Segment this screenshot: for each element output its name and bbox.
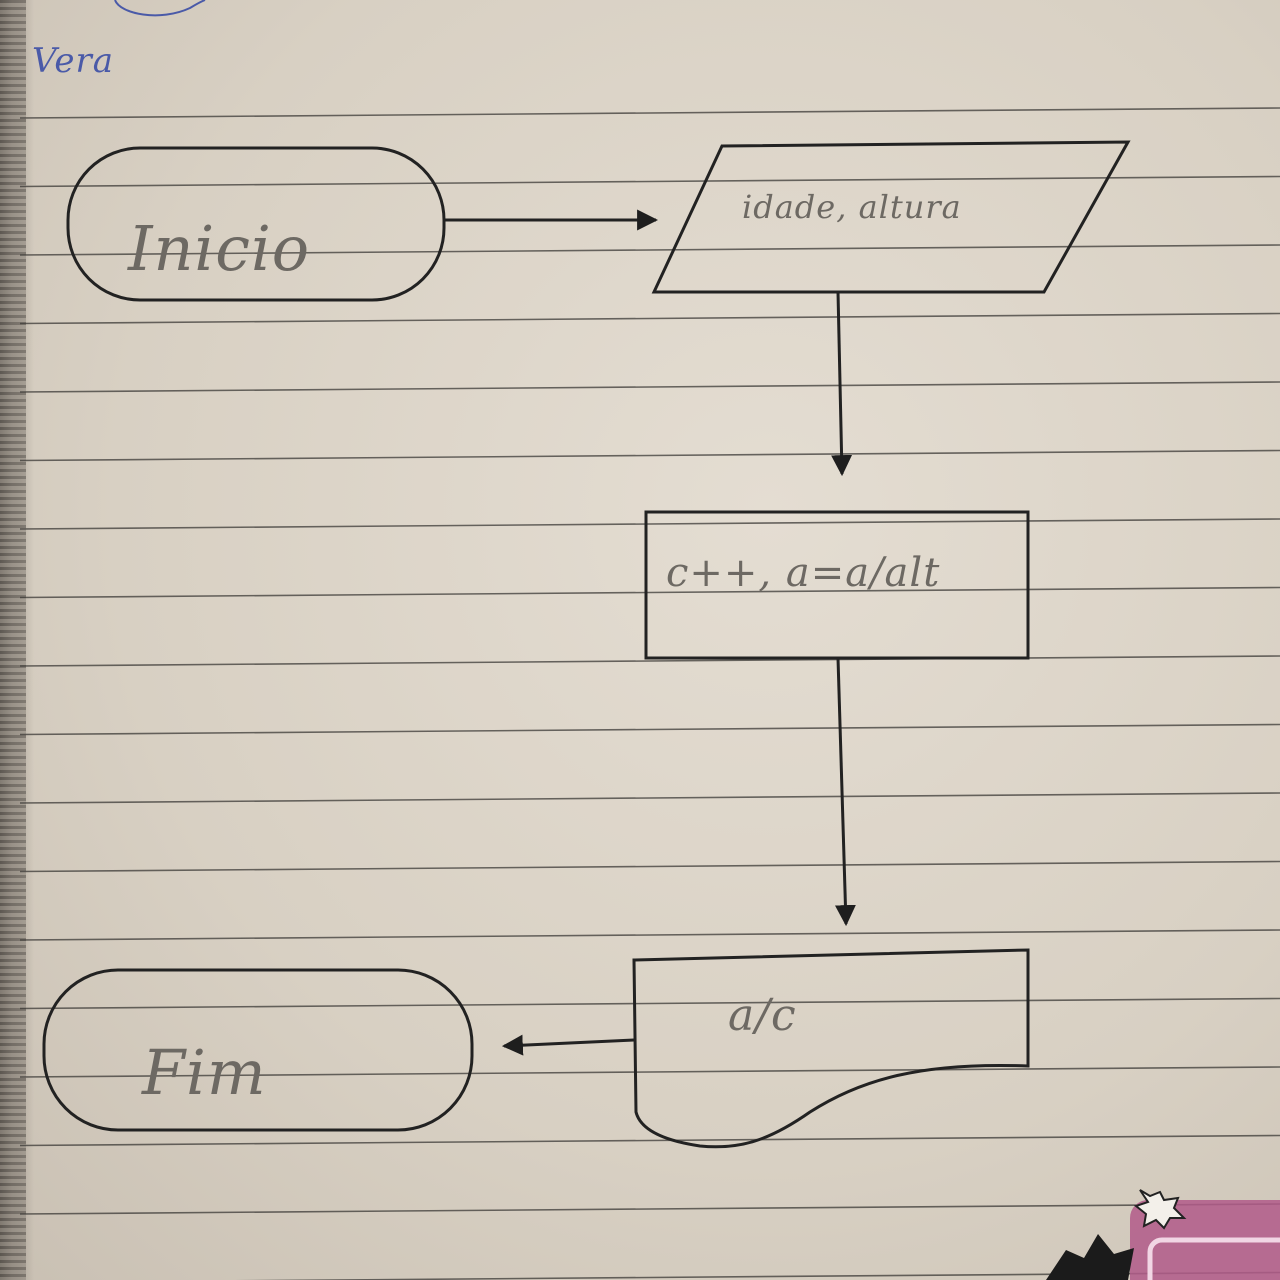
rule-line (19, 312, 1280, 325)
bat-sticker-icon (1046, 1189, 1280, 1280)
rule-line (19, 655, 1280, 667)
rule-line (19, 586, 1280, 599)
rule-line (19, 107, 1280, 119)
rule-line (19, 929, 1280, 941)
input-parallelogram: idade, altura (651, 140, 1131, 294)
arrow-output-to-end (501, 1034, 635, 1056)
rule-line (19, 1203, 1280, 1215)
rule-line (19, 792, 1280, 804)
end-label: Fim (141, 1036, 267, 1109)
top-blue-scribble (114, 0, 206, 17)
output-document: a/c (632, 948, 1030, 1149)
start-terminator: Inicio (66, 146, 446, 302)
process-rectangle: c++, a=a/alt (644, 510, 1030, 660)
rule-line (19, 381, 1280, 393)
output-label: a/c (728, 990, 797, 1041)
arrow-process-to-output (834, 657, 856, 927)
rule-line (19, 1066, 1280, 1078)
notebook-binding-edge (0, 0, 26, 1280)
notebook-rule-lines (19, 107, 1280, 1280)
input-label: idade, altura (742, 188, 962, 226)
start-label: Inicio (127, 212, 310, 285)
rule-line (19, 175, 1280, 188)
arrow-input-to-process (831, 291, 853, 477)
rule-line (19, 1134, 1280, 1147)
rule-line (19, 518, 1280, 530)
process-label: c++, a=a/alt (666, 550, 940, 596)
header-note: Vera (32, 41, 114, 81)
rule-line (19, 449, 1280, 462)
rule-line (19, 997, 1280, 1010)
end-terminator: Fim (42, 968, 474, 1132)
rule-line (19, 860, 1280, 873)
rule-line (19, 723, 1280, 736)
